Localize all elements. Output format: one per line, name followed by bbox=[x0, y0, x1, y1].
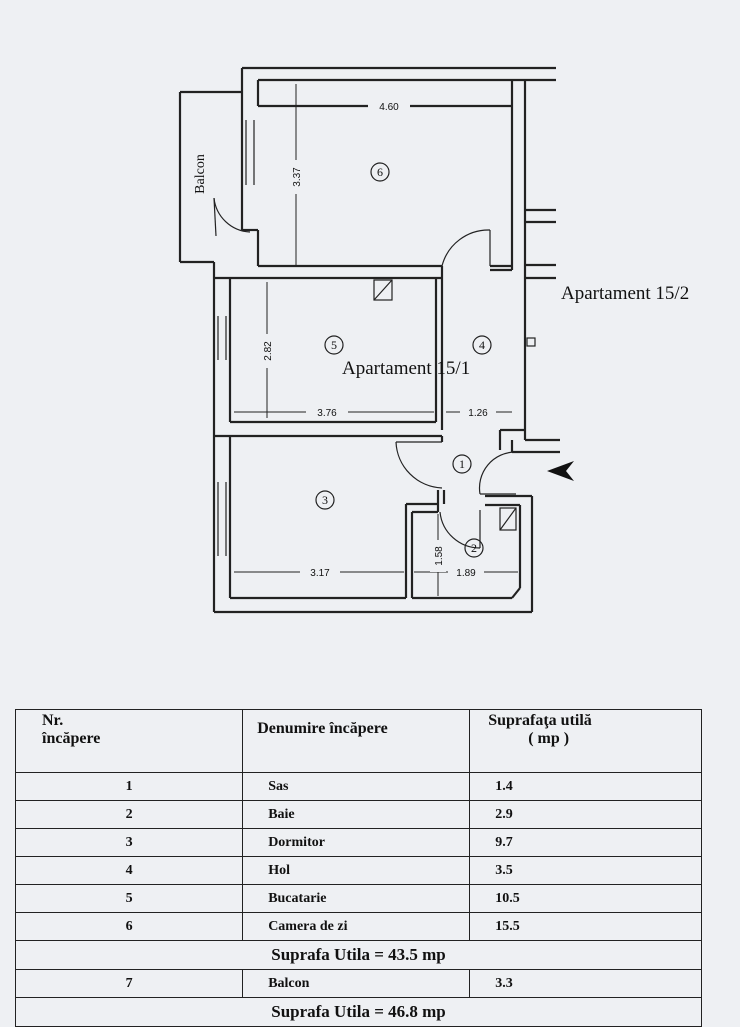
total-cell: Suprafa Utila = 46.8 mp bbox=[15, 997, 702, 1027]
balcony-label: Balcon bbox=[193, 154, 208, 194]
row-area: 2.9 bbox=[469, 800, 702, 829]
header-name: Denumire încăpere bbox=[242, 709, 471, 773]
doors bbox=[213, 197, 516, 549]
row-nr: 5 bbox=[14, 884, 244, 913]
entrance-arrow-icon bbox=[547, 461, 574, 481]
vent-small bbox=[526, 337, 536, 347]
header-nr: Nr. încăpere bbox=[14, 709, 244, 773]
row-name: Dormitor bbox=[242, 828, 471, 857]
row-area: 9.7 bbox=[469, 828, 702, 857]
subtotal-row: Suprafa Utila = 43.5 mp bbox=[15, 940, 702, 970]
table-row: 3 Dormitor 9.7 bbox=[14, 828, 702, 857]
table-header-row: Nr. încăpere Denumire încăpere Suprafaţa… bbox=[14, 709, 702, 773]
dimension-lines bbox=[234, 84, 518, 596]
room-number-4: 4 bbox=[479, 338, 485, 352]
header-area: Suprafaţa utilă ( mp ) bbox=[469, 709, 702, 773]
room-number-6: 6 bbox=[377, 165, 383, 179]
room-number-3: 3 bbox=[322, 493, 328, 507]
total-row: Suprafa Utila = 46.8 mp bbox=[15, 997, 702, 1027]
header-nr-line1: Nr. bbox=[42, 712, 64, 729]
room-markers: 6 5 4 1 3 2 bbox=[315, 162, 492, 558]
dim-bath-height: 1.58 bbox=[434, 546, 445, 566]
room-area-table: Nr. încăpere Denumire încăpere Suprafaţa… bbox=[14, 709, 702, 1027]
header-area-line2: ( mp ) bbox=[528, 730, 570, 747]
floor-plan-drawing: 4.60 3.37 2.82 3.76 1.26 3.17 1.89 1.58 … bbox=[178, 66, 689, 614]
walls bbox=[178, 66, 560, 614]
row-name: Balcon bbox=[242, 969, 471, 998]
dim-bath-width: 1.89 bbox=[456, 568, 476, 579]
row-area: 1.4 bbox=[469, 772, 702, 801]
room-area-table-wrap: Nr. încăpere Denumire încăpere Suprafaţa… bbox=[14, 709, 702, 1027]
row-nr: 1 bbox=[14, 772, 244, 801]
room-number-1: 1 bbox=[459, 457, 465, 471]
header-area-line1: Suprafaţa utilă bbox=[488, 712, 592, 729]
row-name: Sas bbox=[242, 772, 471, 801]
table-row: 1 Sas 1.4 bbox=[14, 772, 702, 801]
table-row: 2 Baie 2.9 bbox=[14, 800, 702, 829]
row-name: Hol bbox=[242, 856, 471, 885]
vent-shaft-kitchen bbox=[373, 279, 393, 301]
row-nr: 3 bbox=[14, 828, 244, 857]
row-name: Camera de zi bbox=[242, 912, 471, 941]
room-number-5: 5 bbox=[331, 338, 337, 352]
row-area: 15.5 bbox=[469, 912, 702, 941]
dim-kitchen-height: 2.82 bbox=[263, 341, 274, 361]
dim-living-height: 3.37 bbox=[292, 167, 303, 187]
row-area: 3.3 bbox=[469, 969, 702, 998]
row-nr: 4 bbox=[14, 856, 244, 885]
row-area: 10.5 bbox=[469, 884, 702, 913]
floor-plan: 4.60 3.37 2.82 3.76 1.26 3.17 1.89 1.58 … bbox=[178, 66, 689, 614]
room-number-2: 2 bbox=[471, 541, 477, 555]
dim-bedroom-width: 3.17 bbox=[310, 568, 330, 579]
row-nr: 6 bbox=[14, 912, 244, 941]
dim-hall-width: 1.26 bbox=[468, 408, 488, 419]
table-row: 4 Hol 3.5 bbox=[14, 856, 702, 885]
subtotal-cell: Suprafa Utila = 43.5 mp bbox=[15, 940, 702, 970]
table-row: 6 Camera de zi 15.5 bbox=[14, 912, 702, 941]
row-nr: 2 bbox=[14, 800, 244, 829]
vent-shaft-bath bbox=[499, 507, 517, 531]
neighbor-apartment-label: Apartament 15/2 bbox=[561, 283, 689, 304]
apartment-label: Apartament 15/1 bbox=[342, 358, 470, 379]
row-nr: 7 bbox=[14, 969, 244, 998]
row-area: 3.5 bbox=[469, 856, 702, 885]
dim-living-width: 4.60 bbox=[379, 102, 399, 113]
table-row: 5 Bucatarie 10.5 bbox=[14, 884, 702, 913]
balcony-row: 7 Balcon 3.3 bbox=[14, 969, 702, 998]
row-name: Baie bbox=[242, 800, 471, 829]
header-nr-line2: încăpere bbox=[42, 730, 101, 747]
row-name: Bucatarie bbox=[242, 884, 471, 913]
dim-kitchen-width: 3.76 bbox=[317, 408, 337, 419]
